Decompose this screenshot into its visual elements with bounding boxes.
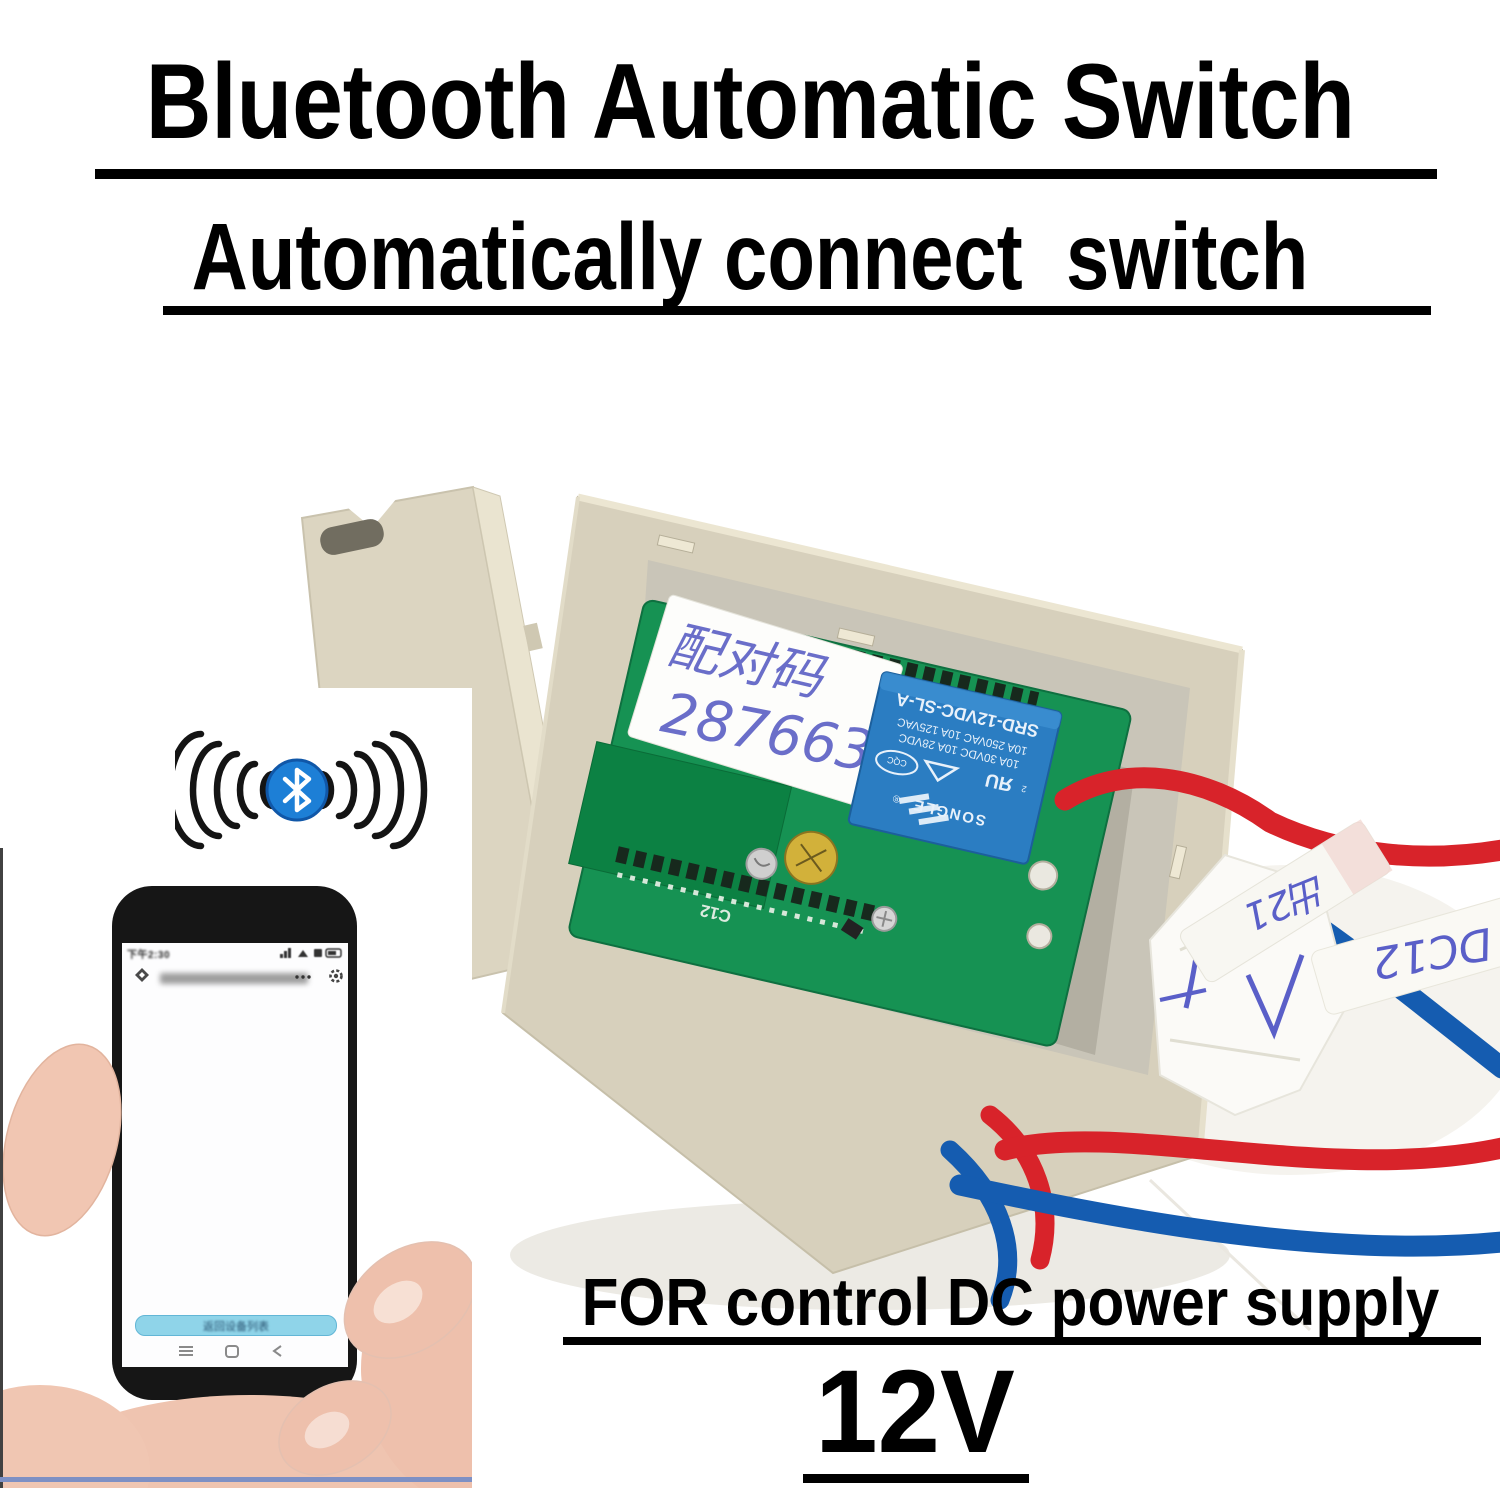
standoff [1026,923,1053,950]
relay-stripes-icon [898,793,949,826]
more-options-icon [295,975,311,979]
screw [871,905,898,932]
bluetooth-signal-emblem [175,730,428,850]
return-device-list-button: 返回设备列表 [135,1315,337,1336]
hand-holding-phone [0,1043,472,1488]
sim-icon [314,949,322,957]
rim-slot [656,534,696,554]
device-name-blurred [160,973,308,984]
blue-wire-lower [949,1174,1500,1257]
registered-mark-icon: ® [891,792,901,805]
pen-mark [1159,988,1207,1002]
triangle-cert-icon [923,759,961,783]
red-wire-upper [1054,767,1500,867]
blue-wire-stub [940,1140,1018,1310]
thumb [2,1043,122,1237]
lid-hanging-slot [320,519,384,555]
status-bar-icons [280,948,342,958]
subtitle-text: Automatically connect switch [191,203,1309,310]
status-bar-time: 下午2:30 [127,950,171,961]
relay-pcb: C12 配对码 287663 [568,594,1132,1047]
voltage-label: 12V [815,1346,1015,1478]
pairing-code-label: 配对码 287663 [627,594,903,807]
settings-gear-icon [329,969,343,983]
phone-photo-panel: 下午2:30 返回设备列表 [0,688,472,1488]
signal-waves-icon [175,730,428,850]
footer-caption: FOR control DC power supply [581,1264,1439,1340]
rim-slot [836,627,876,647]
table-seam [1148,1178,1312,1332]
photo-bottom-rule [0,1477,472,1482]
title-text: Bluetooth Automatic Switch [145,41,1355,161]
bluetooth-module [568,741,793,910]
android-nav-bar [179,1345,282,1358]
pen-mark [1245,954,1305,1040]
app-logo-icon [135,968,149,982]
red-wire-stub [980,1105,1055,1270]
voltage-underline [803,1474,1029,1483]
menu-nav-icon [179,1346,193,1356]
standoff [1028,860,1059,891]
home-nav-icon [225,1345,239,1358]
signal-icon [280,954,283,958]
battery-icon [325,948,342,958]
capacitor-gold [784,830,839,885]
page-title: Bluetooth Automatic Switch [0,36,1500,166]
relay-module: SRD-12VDC-SL-A 10A 250VAC 10A 125VAC 10A… [847,671,1063,865]
transistor [840,918,864,940]
fingernail [373,1280,423,1324]
fingernail [304,1411,350,1449]
page-subtitle: Automatically connect switch [0,204,1500,310]
svg-text:CQC: CQC [886,754,908,768]
cqc-cert-icon [875,749,919,776]
photo-left-border [0,848,3,1488]
pin-header-bottom [615,846,882,923]
capacitor-silver [745,847,778,880]
phone-screen: 下午2:30 返回设备列表 [122,943,348,1367]
footer-underline [563,1337,1481,1345]
red-wire-lower [994,1131,1500,1171]
wifi-icon [298,950,308,957]
relay-pin-number: 2 [1021,784,1028,795]
back-nav-icon [272,1345,282,1357]
subtitle-underline [163,306,1431,315]
rim-slot [1168,844,1188,880]
title-underline [95,169,1437,179]
